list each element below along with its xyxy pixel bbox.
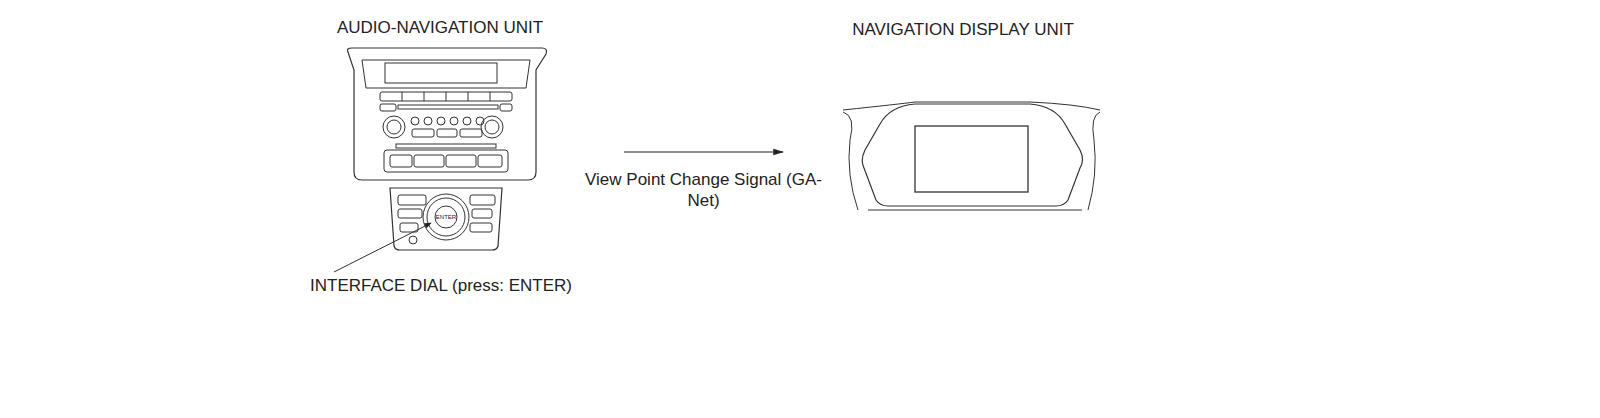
display-bezel — [843, 102, 1100, 210]
unit-block: AUDIO-NAVIGATION UNIT — [260, 16, 620, 256]
unit-heading: AUDIO-NAVIGATION UNIT — [260, 18, 620, 38]
part-name: INTERFACE DIAL (press: ENTER) — [310, 276, 572, 296]
signal-arrow — [624, 151, 783, 152]
audio-panel — [348, 48, 547, 180]
dial-marking: ENTER — [436, 214, 456, 220]
interface-panel — [390, 188, 502, 250]
unit-block: NAVIGATION DISPLAY UNIT — [785, 18, 1141, 218]
leader-line — [334, 223, 431, 272]
signal-label: View Point Change Signal (GA-Net) — [584, 169, 824, 211]
unit-heading: NAVIGATION DISPLAY UNIT — [785, 20, 1141, 40]
